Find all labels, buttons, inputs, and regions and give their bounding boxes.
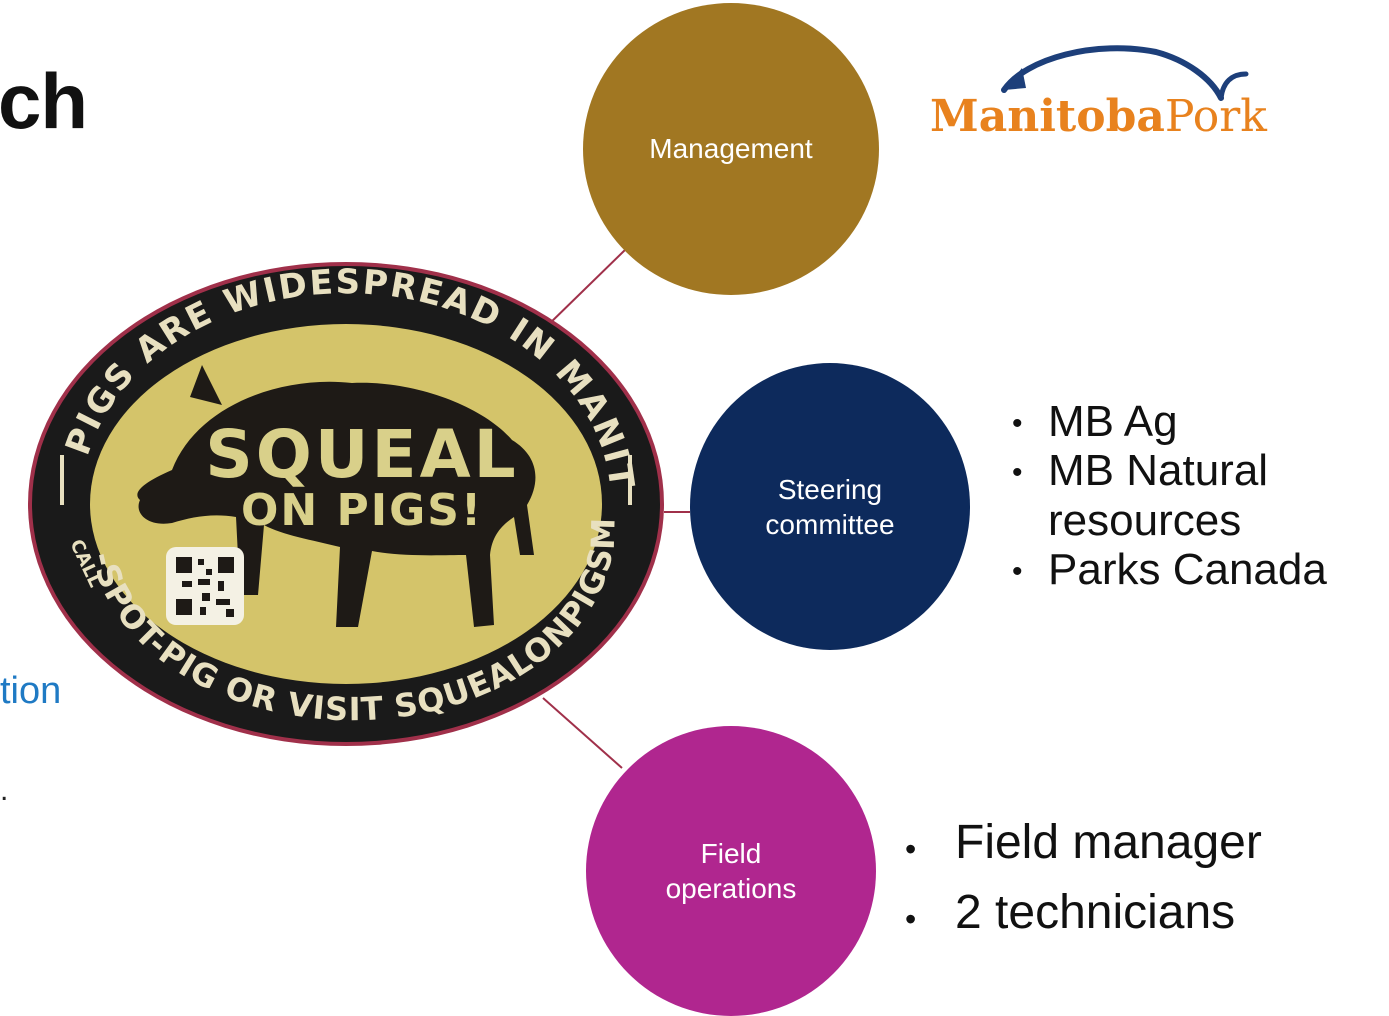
qr-code <box>166 547 244 625</box>
list-item-label: Parks Canada <box>1048 544 1327 594</box>
list-item: • MB Ag <box>1012 397 1387 446</box>
steering-members-list: • MB Ag • MB Natural resources • Parks Cana… <box>1012 397 1387 594</box>
text-fragment: . <box>0 774 9 807</box>
list-item: • Field manager <box>905 808 1375 878</box>
list-item-label: 2 technicians <box>955 885 1236 939</box>
management-label: Management <box>649 132 813 164</box>
logo-light-text: Pork <box>1164 91 1267 142</box>
logo-bold-text: Manitoba <box>930 91 1165 142</box>
squeal-on-pigs-sticker: WILD PIGS ARE WIDESPREAD IN MANITOBA 1-8… <box>22 255 664 746</box>
bullet-icon: • <box>1012 407 1023 440</box>
sticker-headline-1: SQUEAL <box>205 416 518 493</box>
list-item-label: Field manager <box>955 816 1262 869</box>
steering-committee-node: Steering committee <box>690 363 970 650</box>
bullet-icon: • <box>905 831 917 867</box>
list-item-label: MB Natural resources <box>1048 446 1269 545</box>
bullet-icon: • <box>1012 456 1023 490</box>
bullet-icon: • <box>1012 554 1023 588</box>
list-item-label: MB Ag <box>1048 397 1178 446</box>
field-operations-label: Field operations <box>665 838 797 904</box>
management-node: Management <box>583 3 879 295</box>
field-staff-list: • Field manager • 2 technicians <box>905 808 1375 947</box>
pig-ear <box>190 365 222 405</box>
field-operations-node: Field operations <box>586 726 876 1016</box>
manitoba-pork-logo: ManitobaPork <box>926 38 1267 148</box>
connector-management <box>544 248 627 329</box>
link-text-fragment: tion <box>0 670 62 712</box>
bullet-icon: • <box>905 900 917 937</box>
list-item: • Parks Canada <box>1012 545 1387 594</box>
logo-wordmark: ManitobaPork <box>930 95 1267 139</box>
pig-silhouette <box>137 381 536 627</box>
sticker-headline-2: ON PIGS! <box>241 485 483 536</box>
steering-committee-label: Steering committee <box>765 473 895 540</box>
list-item: • MB Natural resources <box>1012 446 1387 545</box>
logo-swoosh-icon <box>1001 45 1249 101</box>
list-item: • 2 technicians <box>905 878 1375 948</box>
slide-title-fragment: ch <box>0 57 88 145</box>
connector-field <box>542 697 623 769</box>
